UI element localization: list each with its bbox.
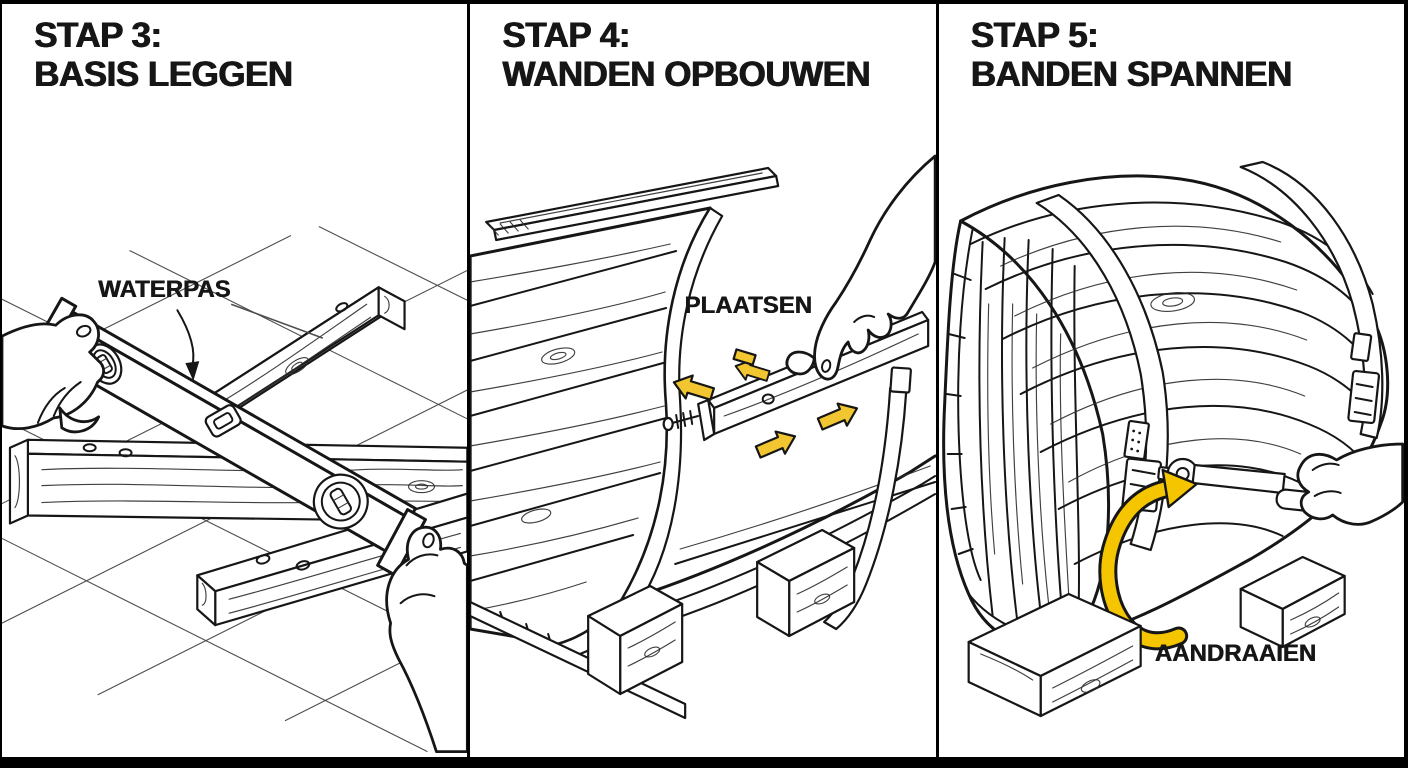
waterpas-arrow xyxy=(176,303,324,381)
step-title-3: STAP 3: BASIS LEGGEN xyxy=(34,16,293,94)
support-beam-left xyxy=(967,592,1142,718)
panel-row: STAP 3: BASIS LEGGEN WATERPAS xyxy=(2,4,1404,757)
right-hand xyxy=(385,525,468,754)
panel-stap-3: STAP 3: BASIS LEGGEN WATERPAS xyxy=(2,4,468,757)
panel-stap-5: STAP 5: BANDEN SPANNEN AANDRAAIEN xyxy=(938,4,1404,757)
step-title-4-line1: STAP 4: xyxy=(502,16,630,55)
step-title-5: STAP 5: BANDEN SPANNEN xyxy=(970,16,1293,94)
panel-stap-4: STAP 4: WANDEN OPBOUWEN PLAATSEN xyxy=(470,4,936,757)
turn-arrow xyxy=(1098,468,1198,651)
level-vial-right xyxy=(312,473,369,530)
basis-leggen-illustration xyxy=(2,226,468,754)
tightening-hand xyxy=(1296,442,1404,526)
far-band xyxy=(823,366,913,631)
step-title-3-line1: STAP 3: xyxy=(34,16,162,55)
level-handle-slot xyxy=(204,404,242,438)
tension-band-rear xyxy=(1239,160,1384,440)
banden-spannen-illustration xyxy=(941,160,1404,718)
step-title-5-line2: BANDEN SPANNEN xyxy=(970,55,1293,94)
support-beam-right xyxy=(756,528,856,638)
aandraaien-label: AANDRAAIEN xyxy=(1154,640,1316,667)
slide-arrows xyxy=(673,348,859,459)
left-hand xyxy=(2,313,106,434)
step-title-4: STAP 4: WANDEN OPBOUWEN xyxy=(502,16,870,94)
step-title-5-line1: STAP 5: xyxy=(970,16,1099,55)
support-beam-right xyxy=(1239,555,1346,649)
placing-hand xyxy=(785,154,936,381)
top-plank xyxy=(485,166,780,242)
step-title-4-line2: WANDEN OPBOUWEN xyxy=(502,55,871,94)
wanden-opbouwen-illustration xyxy=(470,154,936,720)
step-title-3-line2: BASIS LEGGEN xyxy=(34,55,293,94)
support-beam-left xyxy=(587,584,684,696)
foundation-beam-upper xyxy=(198,286,406,432)
waterpas-label: WATERPAS xyxy=(98,276,231,303)
plaatsen-label: PLAATSEN xyxy=(684,292,812,319)
